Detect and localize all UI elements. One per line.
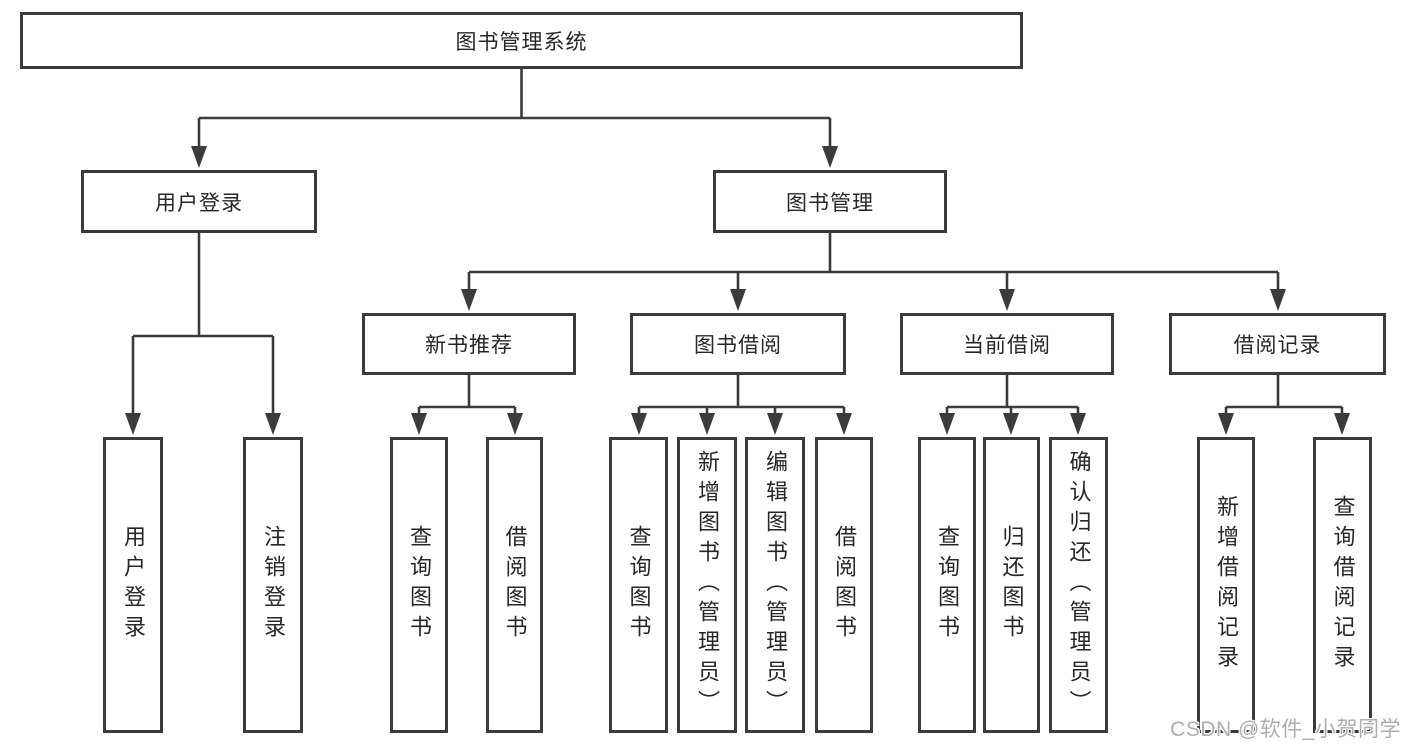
node-book-borrow: 图书借阅 [630,313,846,375]
leaf-logout: 注销登录 [243,437,303,733]
leaf-rec-borrow-books-label: 借阅图书 [502,525,528,645]
node-new-book-rec-label: 新书推荐 [425,334,513,357]
leaf-borrow-books-label: 借阅图书 [832,525,857,645]
leaf-return-books-label: 归还图书 [999,525,1025,645]
leaf-edit-books-admin: 编辑图书（管理员） [745,437,805,733]
leaf-user-login-label: 用户登录 [121,525,146,645]
node-borrow-records: 借阅记录 [1169,313,1386,375]
watermark: CSDN @软件_小贺同学 [1170,718,1401,741]
leaf-borrow-query-books: 查询图书 [609,437,668,733]
leaf-add-borrow-record-label: 新增借阅记录 [1214,495,1239,675]
leaf-borrow-books: 借阅图书 [815,437,873,733]
leaf-logout-label: 注销登录 [261,525,286,645]
node-book-mgmt: 图书管理 [713,170,947,233]
root-node-label: 图书管理系统 [455,30,588,54]
root-node: 图书管理系统 [20,12,1023,69]
node-user-login-label: 用户登录 [155,191,243,215]
node-current-borrow: 当前借阅 [900,313,1114,375]
leaf-current-query-books-label: 查询图书 [935,525,960,645]
leaf-confirm-return-admin-label: 确认归还（管理员） [1066,450,1092,720]
node-user-login: 用户登录 [81,170,317,233]
node-borrow-records-label: 借阅记录 [1233,334,1322,357]
leaf-query-borrow-record-label: 查询借阅记录 [1330,495,1356,675]
node-new-book-rec: 新书推荐 [362,313,576,375]
leaf-add-books-admin-label: 新增图书（管理员） [695,450,720,720]
leaf-add-borrow-record: 新增借阅记录 [1197,437,1255,733]
node-current-borrow-label: 当前借阅 [963,334,1051,357]
leaf-rec-query-books: 查询图书 [390,437,448,733]
leaf-current-query-books: 查询图书 [918,437,976,733]
leaf-edit-books-admin-label: 编辑图书（管理员） [763,450,788,720]
leaf-confirm-return-admin: 确认归还（管理员） [1049,437,1108,733]
leaf-add-books-admin: 新增图书（管理员） [677,437,737,733]
leaf-user-login: 用户登录 [103,437,163,733]
node-book-borrow-label: 图书借阅 [694,334,782,357]
leaf-return-books: 归还图书 [983,437,1040,733]
node-book-mgmt-label: 图书管理 [786,191,874,215]
leaf-query-borrow-record: 查询借阅记录 [1313,437,1372,733]
leaf-rec-borrow-books: 借阅图书 [486,437,543,733]
leaf-borrow-query-books-label: 查询图书 [626,525,652,645]
leaf-rec-query-books-label: 查询图书 [407,525,432,645]
